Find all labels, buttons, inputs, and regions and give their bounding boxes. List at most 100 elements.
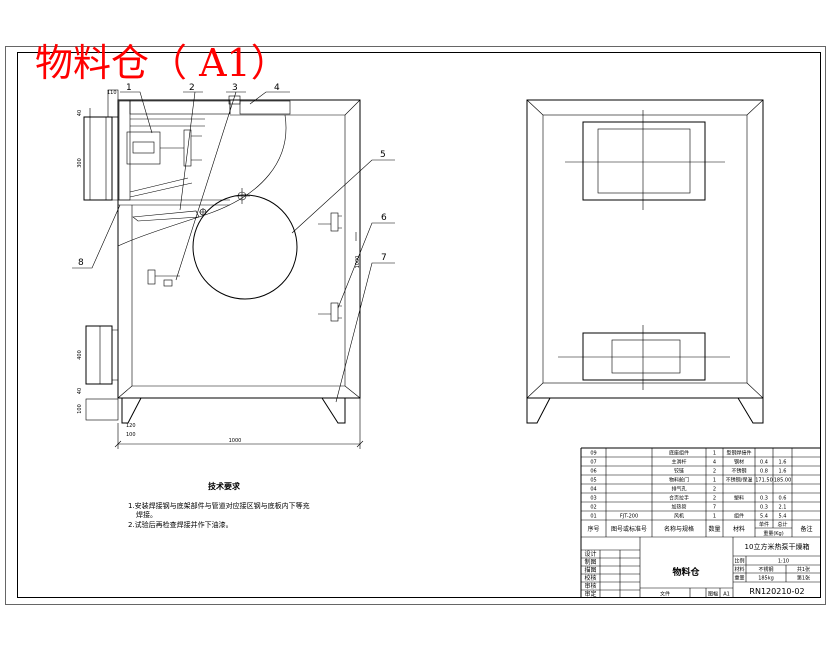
bom-header-code: 图号或标准号 <box>611 525 647 533</box>
bom-cell-name: 底座组件 <box>669 450 689 457</box>
door-handle <box>147 269 180 287</box>
bom-cell-unit: 0.3 <box>760 505 768 511</box>
sheet-size-label: 图幅 <box>708 591 718 598</box>
dim-label: 100 <box>77 404 83 414</box>
callout-leader <box>291 159 395 234</box>
bom-cell-no: 07 <box>590 460 596 466</box>
front-leg-left <box>526 397 551 424</box>
info-value: 不锈钢 <box>758 566 773 573</box>
bom-cell-name: 风机 <box>674 513 684 520</box>
role-label: 审核 <box>584 582 596 590</box>
bom-header-material: 材料 <box>733 525 745 533</box>
bom-cell-unit: 0.3 <box>760 496 768 502</box>
bom-cell-qty: 1 <box>713 514 716 520</box>
bom-cell-no: 03 <box>590 496 596 502</box>
drawing-number: RN120210-02 <box>749 587 804 596</box>
callout-3: 3 <box>175 83 246 281</box>
side-box <box>85 325 113 385</box>
bom-column-lines <box>605 448 793 537</box>
callout-6: 6 <box>337 213 395 309</box>
fan-housing-lines <box>89 108 118 201</box>
info-label: 材料 <box>734 566 744 573</box>
bom-cell-name: 物料舱门 <box>669 477 689 484</box>
callout-number: 1 <box>126 83 132 93</box>
dim-label: 100 <box>126 432 136 438</box>
sheet-size: A1 <box>723 592 730 598</box>
dim-label: 40 <box>77 110 83 116</box>
role-label: 制图 <box>584 558 596 566</box>
bom-cell-unit: 171.50 <box>755 478 773 484</box>
tech-requirement-line: 焊接。 <box>136 510 157 519</box>
grille-mesh <box>611 339 681 374</box>
bom-header-unit: 单件 <box>759 521 769 528</box>
bom-header-name: 名称与规格 <box>664 525 694 533</box>
info-label: 比例 <box>734 558 744 565</box>
bom-cell-no: 09 <box>590 451 596 457</box>
bom-cell-no: 01 <box>590 514 596 520</box>
inner-sheet-border <box>17 52 821 598</box>
bom-cell-unit: 0.4 <box>760 460 768 466</box>
leg-right <box>321 397 346 424</box>
hinge-lower <box>318 302 342 322</box>
callout-leader <box>120 91 153 134</box>
info-value: 185kg <box>758 576 774 582</box>
bom-cell-material: 型钢焊接件 <box>726 450 751 457</box>
front-outer-outline <box>526 99 764 399</box>
grille-frame <box>582 332 706 381</box>
callout-number: 2 <box>189 83 195 93</box>
lower-vent-grille <box>558 325 730 390</box>
info-value: 共1张 <box>797 566 810 573</box>
handle-grip <box>163 279 173 287</box>
bom-cell-material: 塑料 <box>734 495 744 502</box>
callout-leader <box>249 91 290 105</box>
callout-number: 8 <box>78 258 84 268</box>
callout-leader <box>72 204 121 269</box>
hinge-upper <box>318 212 342 232</box>
dim-label: 120 <box>126 423 136 429</box>
bom-cell-no: 06 <box>590 469 596 475</box>
grille-frame <box>582 121 706 201</box>
bom-cell-name: 主滑杆 <box>671 459 686 466</box>
info-label: 重量 <box>734 575 744 582</box>
bom-cell-unit: 0.8 <box>760 469 768 475</box>
callout-number: 3 <box>232 83 238 93</box>
bom-cell-qty: 2 <box>713 487 716 493</box>
locator-cross <box>199 208 207 216</box>
bom-cell-total: 2.1 <box>779 505 787 511</box>
baffle-plates <box>129 177 193 198</box>
compartment-rails <box>130 118 205 127</box>
bom-cell-material: 不锈钢/保温 <box>726 477 753 484</box>
hinge-pin <box>318 215 342 229</box>
callout-leader <box>337 222 395 309</box>
callout-7: 7 <box>335 253 395 403</box>
crosshair-lines <box>234 188 250 204</box>
dim-label: 400 <box>77 350 83 360</box>
grille-mesh <box>597 128 691 194</box>
airflow-curve <box>117 114 287 247</box>
front-inner-outline <box>542 114 748 384</box>
callout-leader <box>179 91 203 211</box>
bom-header-weight: 重量(Kg) <box>763 530 783 537</box>
callout-8: 8 <box>72 204 121 269</box>
bom-cell-qty: 4 <box>713 460 716 466</box>
front-leg-right <box>737 397 764 424</box>
bom-cell-qty: 1 <box>713 451 716 457</box>
side-box-lines <box>99 326 118 384</box>
role-label: 校核 <box>584 574 596 582</box>
bom-cell-no: 04 <box>590 487 596 493</box>
bom-outline <box>580 447 821 598</box>
drum-circle <box>192 194 298 300</box>
bom-row: 09 底座组件 1 型钢焊接件 <box>581 450 821 458</box>
bom-cell-qty: 2 <box>713 496 716 502</box>
dim-label: 40 <box>77 388 83 394</box>
handle-base <box>147 269 156 285</box>
bom-cell-no: 05 <box>590 478 596 484</box>
base-box <box>85 398 119 421</box>
role-label: 描图 <box>584 566 596 574</box>
bom-cell-code: FJT-200 <box>620 514 638 520</box>
tech-requirement-line: 2.试验后再检查焊接并作下油漆。 <box>128 520 233 529</box>
